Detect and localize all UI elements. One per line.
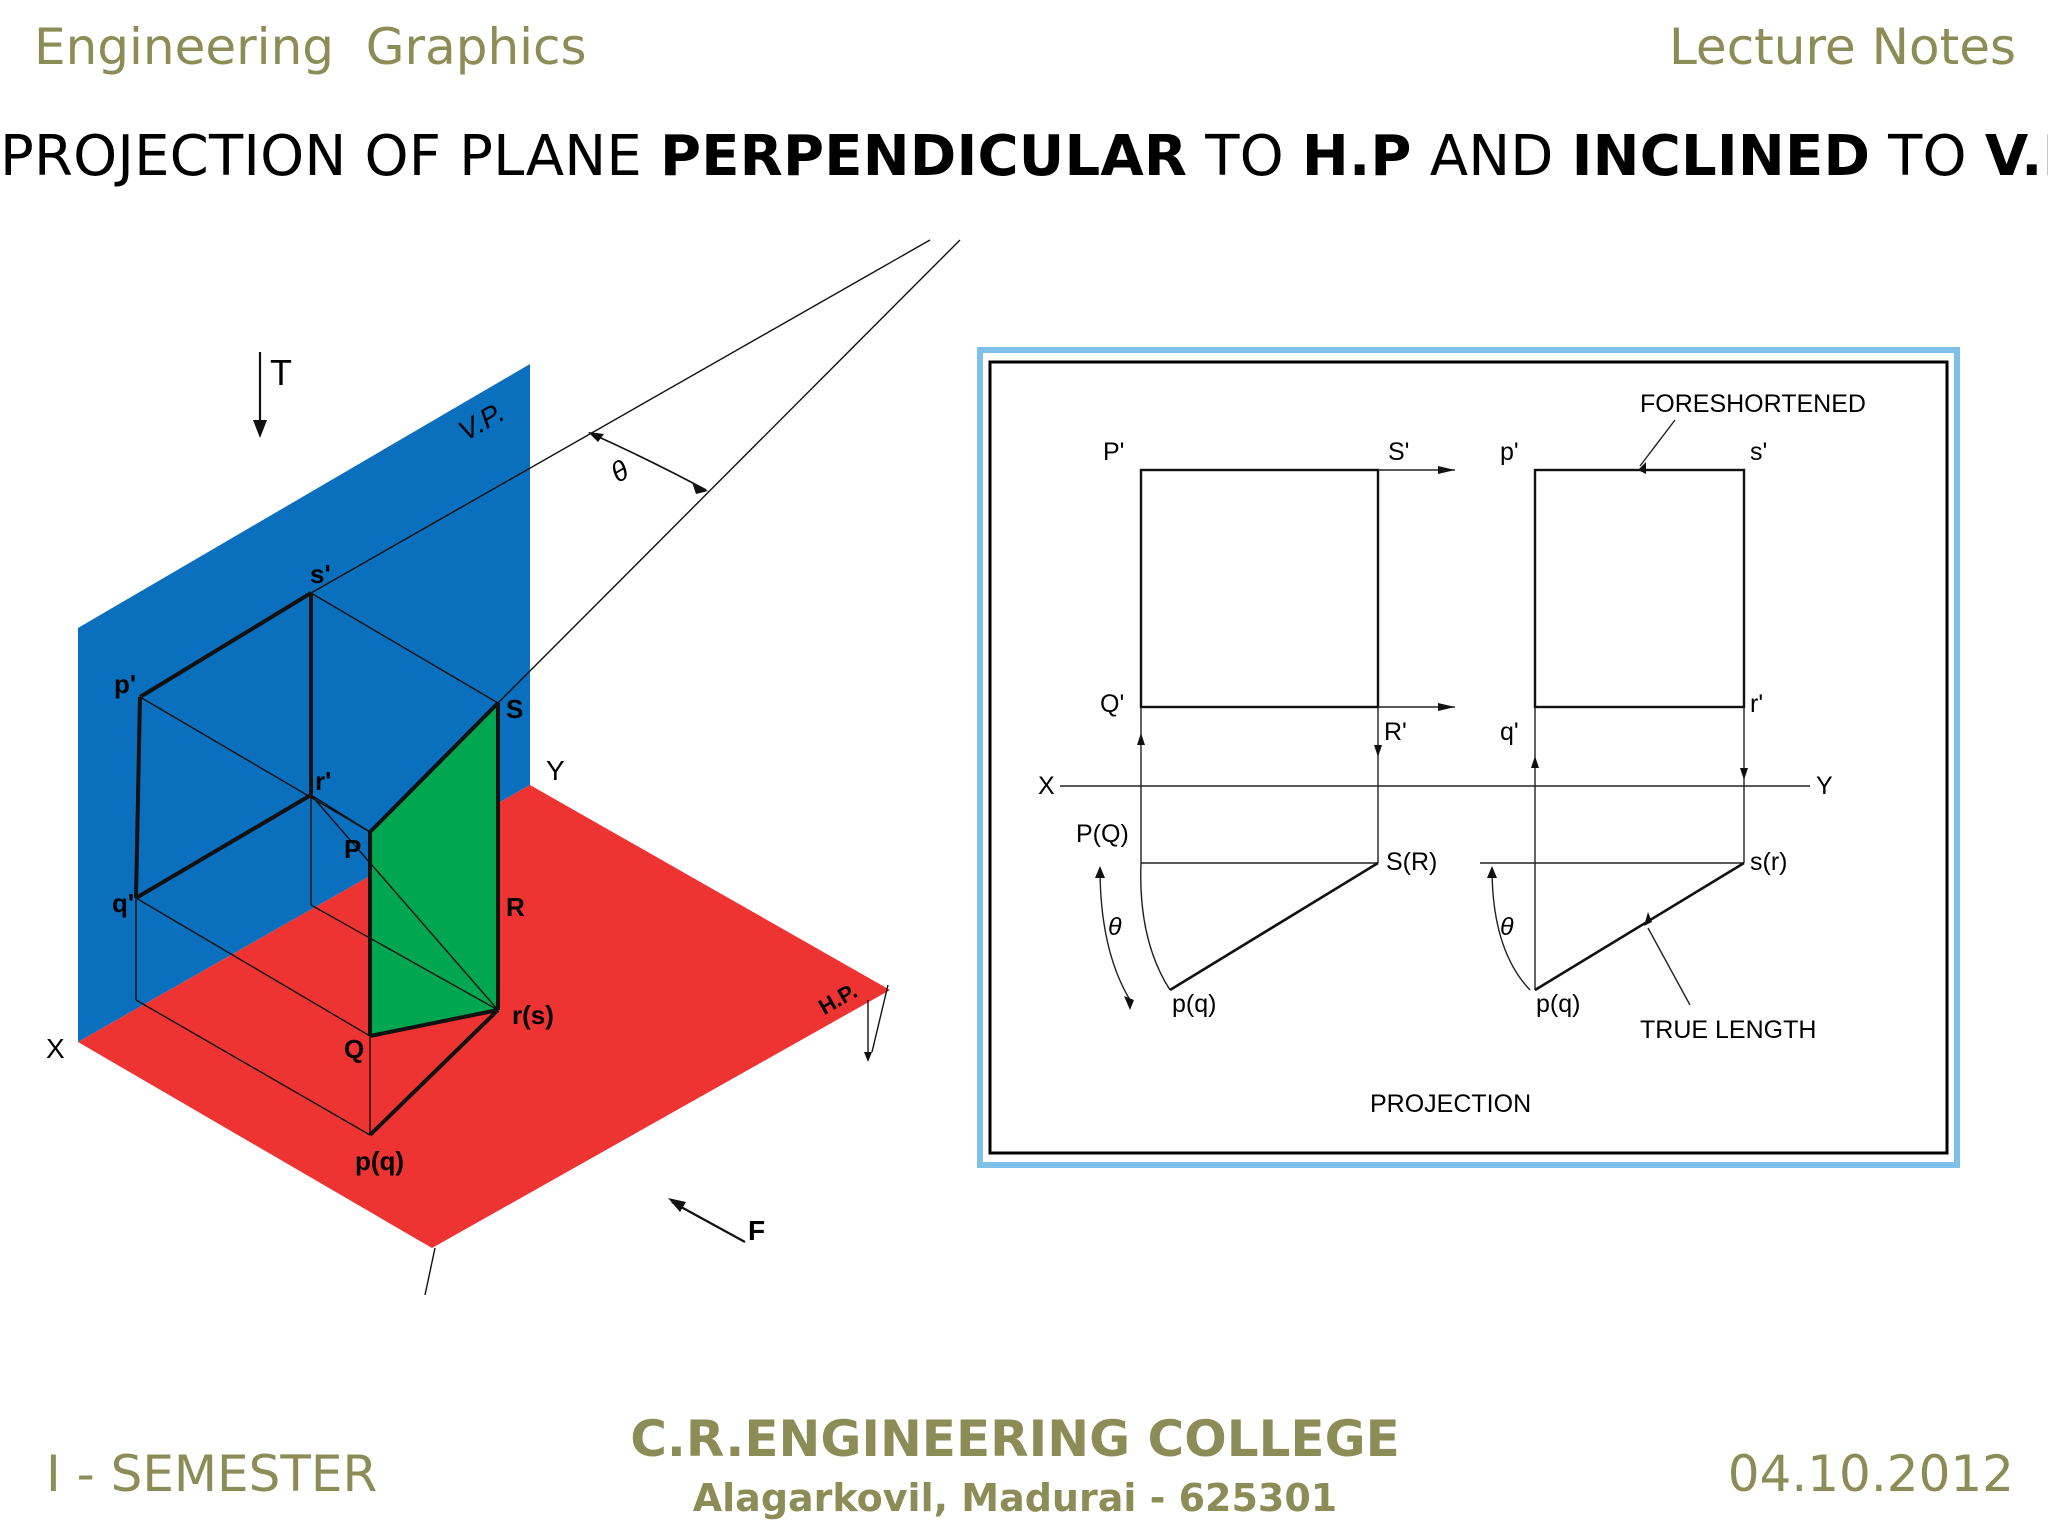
proj-label-SR: S(R)	[1386, 848, 1437, 876]
label-S: S	[506, 694, 523, 724]
proj-label-X: X	[1038, 772, 1055, 800]
footer-semester: I - SEMESTER	[46, 1445, 378, 1503]
label-s-prime: s'	[310, 559, 331, 589]
label-r-prime: r'	[315, 766, 331, 796]
proj-label-P-prime: P'	[1103, 438, 1124, 466]
proj-label-r-prime: r'	[1750, 690, 1763, 718]
label-theta: θ	[605, 454, 634, 488]
footer-college-address: Alagarkovil, Madurai - 625301	[692, 1476, 1338, 1520]
proj-label-s-prime: s'	[1750, 438, 1767, 466]
front-view-square-1	[1139, 468, 1380, 709]
proj-label-foreshortened: FORESHORTENED	[1640, 390, 1866, 418]
footer-date: 04.10.2012	[1727, 1445, 2014, 1503]
label-top-arrow: T	[270, 352, 292, 393]
footer-college-name: C.R.ENGINEERING COLLEGE	[630, 1410, 1400, 1468]
vertical-plane	[78, 364, 530, 1042]
proj-label-caption: PROJECTION	[1370, 1090, 1531, 1118]
proj-label-theta-1: θ	[1108, 913, 1122, 941]
proj-label-PQ: P(Q)	[1076, 820, 1129, 848]
proj-label-q-prime: q'	[1500, 718, 1519, 746]
proj-label-p-prime: p'	[1500, 438, 1519, 466]
horizontal-plane	[78, 785, 890, 1248]
label-p-prime: p'	[114, 669, 136, 699]
label-front-arrow: F	[748, 1215, 765, 1246]
label-Q: Q	[344, 1034, 364, 1064]
proj-label-sr: s(r)	[1750, 848, 1787, 876]
projection-frame-inner	[988, 360, 1949, 1155]
proj-label-Q-prime: Q'	[1100, 690, 1124, 718]
label-R: R	[506, 892, 525, 922]
label-Y: Y	[546, 755, 565, 786]
slide-title: PROJECTION OF PLANE PERPENDICULAR TO H.P…	[0, 124, 2048, 189]
proj-label-pq-2: p(q)	[1536, 990, 1580, 1018]
header-lecture-notes: Lecture Notes	[1668, 18, 2016, 76]
label-X: X	[46, 1033, 65, 1064]
header-course-title: Engineering Graphics	[34, 18, 587, 76]
proj-label-S-prime: S'	[1388, 438, 1409, 466]
label-q-prime: q'	[112, 888, 134, 918]
proj-label-true-length: TRUE LENGTH	[1640, 1016, 1816, 1044]
label-p-q: p(q)	[355, 1146, 404, 1176]
inclined-plane	[370, 703, 498, 1036]
label-P: P	[344, 834, 361, 864]
proj-label-theta-2: θ	[1500, 913, 1514, 941]
proj-label-R-prime: R'	[1384, 718, 1407, 746]
proj-label-pq-1: p(q)	[1172, 990, 1216, 1018]
proj-label-Y: Y	[1816, 772, 1833, 800]
label-r-s: r(s)	[512, 1000, 554, 1030]
